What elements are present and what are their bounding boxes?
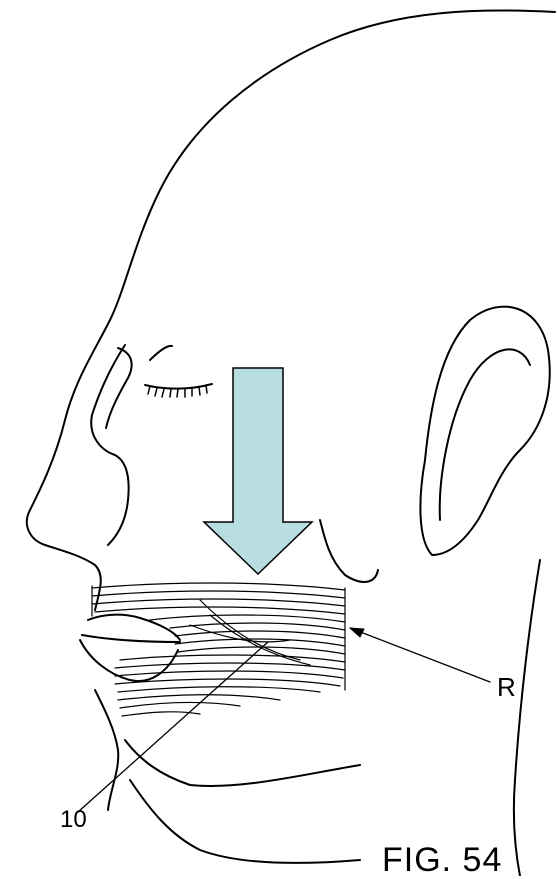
direction-arrow <box>204 368 312 574</box>
muscle-band-label: R <box>497 674 516 700</box>
chin <box>95 690 118 810</box>
nose-ridge <box>91 345 128 545</box>
label-10-leader-line <box>78 642 268 812</box>
muscle-band <box>92 583 345 716</box>
eyebrow <box>150 346 172 360</box>
throat-line <box>125 740 360 786</box>
ear-inner <box>440 349 530 520</box>
nose-outline <box>106 348 132 428</box>
figure-title: FIG. 54 <box>382 843 502 877</box>
neck-front <box>130 780 360 863</box>
jaw-line <box>320 520 378 582</box>
closed-eye <box>145 384 212 389</box>
mouth-line <box>82 635 180 642</box>
neck-back <box>514 560 540 876</box>
head-outline <box>27 10 555 610</box>
label-r-arrowhead <box>350 628 364 637</box>
fiber-point-label: 10 <box>60 808 87 832</box>
label-r-arrow-line <box>350 628 490 682</box>
